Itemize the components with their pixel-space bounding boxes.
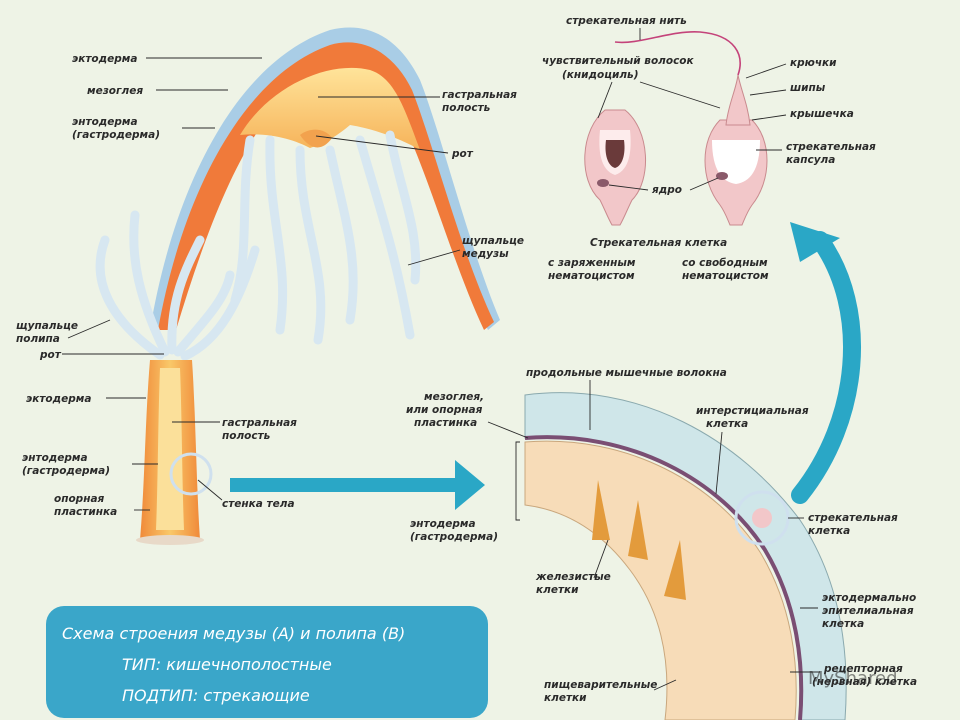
label-medusa-cavity-2: полость: [442, 102, 491, 114]
polyp-cavity: [156, 368, 184, 530]
label-medusa-mouth: рот: [451, 148, 474, 160]
label-wall-epithelial-3: клетка: [822, 618, 864, 630]
polyp-tentacles: [95, 210, 260, 361]
label-medusa-entoderm-1: энтодерма: [72, 116, 138, 128]
label-polyp-plate-1: опорная: [54, 493, 105, 505]
caption-line-3: ПОДТИП: стрекающие: [122, 686, 310, 705]
label-cnido-hooks: крючки: [790, 57, 837, 69]
medusa-mesoglea-layer: [158, 42, 494, 331]
label-polyp-entoderm-1: энтодерма: [22, 452, 88, 464]
label-cnido-title: Стрекательная клетка: [590, 237, 727, 249]
caption-box: Схема строения медузы (А) и полипа (В) Т…: [46, 606, 488, 718]
label-polyp-tentacle-1: щупальце: [16, 320, 78, 332]
label-wall-cnidocyte-2: клетка: [808, 525, 850, 537]
medusa-entoderm-layer: [240, 67, 420, 150]
label-wall-digestive-1: пищеварительные: [544, 679, 657, 691]
arrow-to-wall: [230, 460, 485, 510]
label-body-wall: стенка тела: [222, 498, 295, 510]
label-medusa-ectoderm: эктодерма: [72, 53, 137, 65]
label-wall-mesoglea-2: или опорная: [406, 404, 483, 416]
medusa-tentacles: [230, 130, 421, 345]
loaded-nucleus: [597, 179, 609, 187]
label-cnido-nucleus: ядро: [651, 184, 682, 196]
label-polyp-plate-2: пластинка: [54, 506, 117, 518]
label-medusa-cavity-1: гастральная: [442, 89, 517, 101]
label-medusa-entoderm-2: (гастродерма): [72, 129, 160, 141]
label-cnido-loaded-1: с заряженным: [548, 257, 636, 269]
arrow-to-cnidocyte: [791, 231, 861, 504]
label-wall-epithelial-2: эпителиальная: [822, 605, 914, 617]
label-wall-interstitial-2: клетка: [706, 418, 748, 430]
label-wall-epithelial-1: эктодермально: [822, 592, 916, 604]
label-wall-muscle: продольные мышечные волокна: [526, 367, 727, 379]
label-cnido-free-1: со свободным: [682, 257, 768, 269]
label-cnido-hair-1: чувствительный волосок: [542, 55, 695, 67]
label-polyp-tentacle-2: полипа: [16, 333, 60, 345]
label-wall-entoderm-1: энтодерма: [410, 518, 476, 530]
label-polyp-ectoderm: эктодерма: [26, 393, 91, 405]
label-wall-mesoglea-3: пластинка: [414, 417, 477, 429]
wall-mesoglea-line: [524, 435, 804, 720]
label-wall-cnidocyte-1: стрекательная: [808, 512, 898, 524]
polyp: [95, 210, 260, 545]
medusa-mouth-shape: [300, 129, 332, 148]
label-polyp-cavity-1: гастральная: [222, 417, 297, 429]
cnidocyte-free: [614, 31, 768, 226]
stinging-thread: [614, 31, 741, 76]
label-wall-receptor-2: (нервная) клетка: [812, 676, 917, 688]
label-medusa-mesoglea: мезоглея: [87, 85, 143, 97]
label-wall-entoderm-2: (гастродерма): [410, 531, 498, 543]
label-cnido-capsule-2: капсула: [786, 154, 835, 166]
label-medusa-tentacle-2: медузы: [462, 248, 509, 260]
label-cnido-loaded-2: нематоцистом: [548, 270, 635, 282]
label-wall-mesoglea-1: мезоглея,: [424, 391, 484, 403]
label-polyp-entoderm-2: (гастродерма): [22, 465, 110, 477]
body-wall-magnifier: [169, 452, 213, 496]
label-wall-interstitial-1: интерстициальная: [696, 405, 809, 417]
label-cnido-thread: стрекательная нить: [566, 15, 687, 27]
label-polyp-cavity-2: полость: [222, 430, 271, 442]
caption-line-1: Схема строения медузы (А) и полипа (В): [62, 624, 405, 643]
label-cnido-lid: крышечка: [790, 108, 854, 120]
free-nucleus: [716, 172, 728, 180]
label-polyp-mouth: рот: [39, 349, 62, 361]
label-wall-glandular-1: железистые: [535, 571, 611, 583]
label-cnido-free-2: нематоцистом: [682, 270, 769, 282]
body-wall-section: [524, 392, 847, 720]
label-medusa-tentacle-1: щупальце: [462, 235, 524, 247]
label-wall-receptor-1: рецепторная: [823, 663, 903, 675]
watermark-text: MyShared: [808, 668, 898, 689]
wall-glandular-cells: [592, 480, 686, 600]
label-cnido-spines: шипы: [790, 82, 826, 94]
label-wall-digestive-2: клетки: [544, 692, 587, 704]
label-wall-glandular-2: клетки: [536, 584, 579, 596]
medusa-bell: [150, 27, 500, 345]
label-cnido-capsule-1: стрекательная: [786, 141, 876, 153]
cnidocyte-loaded: [584, 109, 647, 226]
caption-line-2: ТИП: кишечнополостные: [122, 655, 332, 674]
label-cnido-hair-2: (книдоциль): [562, 69, 639, 81]
